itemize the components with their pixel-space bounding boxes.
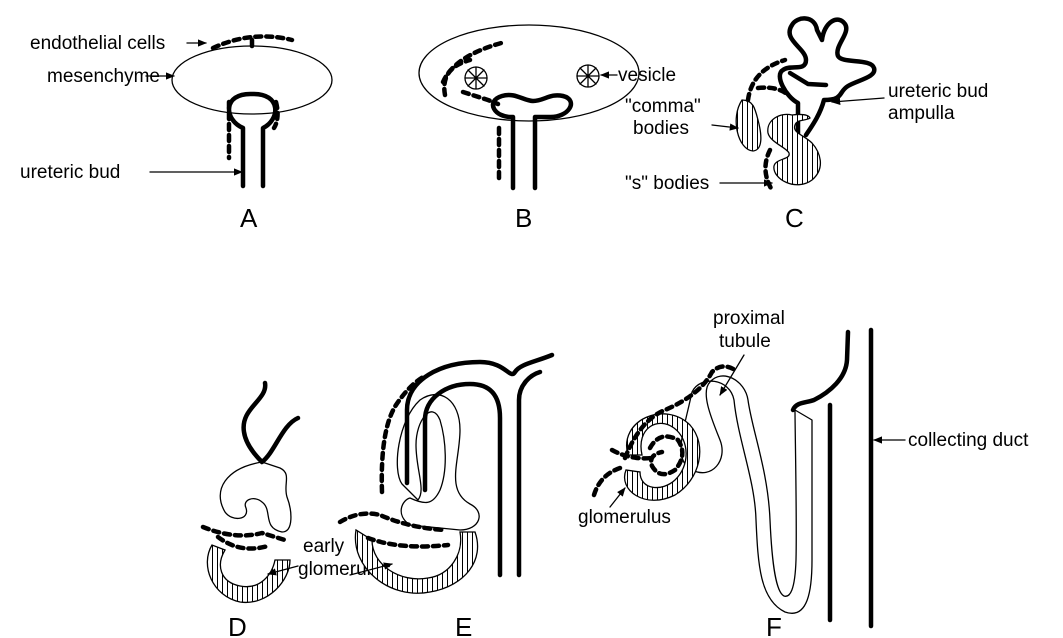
endothelial-dashes-b3: [463, 92, 498, 104]
label-ureteric-bud-ampulla-line1: ureteric bud: [888, 81, 988, 102]
panel-label-c: C: [785, 203, 804, 233]
endothelial-dashes-e2: [340, 514, 445, 530]
stage-e: E: [340, 355, 552, 638]
vesicle-right: [577, 65, 599, 87]
tubule-e: [397, 395, 479, 530]
label-ureteric-bud-ampulla-line2: ampulla: [888, 103, 955, 124]
arrow-proximal-tubule: [720, 355, 744, 395]
arrow-comma-bodies: [712, 125, 738, 128]
label-proximal-line1: proximal: [713, 308, 785, 329]
stage-f: F: [594, 330, 871, 638]
endothelial-dashes-e1: [382, 376, 425, 492]
panel-label-e: E: [455, 612, 472, 638]
label-endothelial-cells: endothelial cells: [30, 33, 165, 54]
endothelial-dashes-c3: [765, 150, 772, 190]
panel-label-d: D: [228, 612, 247, 638]
label-glomerulus: glomerulus: [578, 507, 671, 528]
endothelial-dashes-f3: [594, 468, 620, 495]
label-vesicle: vesicle: [618, 65, 676, 86]
label-mesenchyme: mesenchyme: [47, 66, 160, 87]
stage-a: A: [172, 36, 332, 233]
panel-label-b: B: [515, 203, 532, 233]
vesicle-left: [465, 67, 487, 89]
comma-body: [736, 100, 761, 151]
label-collecting-duct: collecting duct: [908, 430, 1029, 451]
early-glomerulus-d: [207, 545, 290, 602]
label-early-line1: early: [303, 536, 345, 557]
ureteric-bud-arch-e: [407, 355, 552, 483]
stage-d: D: [203, 383, 298, 638]
label-s-bodies: "s" bodies: [625, 173, 709, 194]
ureteric-bud-t: [493, 95, 571, 188]
ureteric-bud-upper-stalk: [790, 73, 826, 85]
arrow-glomerulus: [610, 488, 625, 507]
stage-c: C: [736, 18, 874, 233]
panel-label-a: A: [240, 203, 258, 233]
endothelial-dashes-e3: [368, 538, 448, 546]
endothelial-dashes-d: [203, 527, 285, 540]
mesenchyme-outline-b: [419, 25, 639, 121]
label-ureteric-bud: ureteric bud: [20, 162, 120, 183]
endothelial-dashes-d2: [218, 537, 268, 549]
tubule-d: [220, 462, 291, 532]
glomerulus-capillaries: [650, 436, 682, 474]
collecting-stalk-e: [519, 372, 540, 575]
ureteric-bud-d: [244, 383, 298, 462]
label-proximal-line2: tubule: [719, 331, 771, 352]
mesenchyme-outline: [172, 46, 332, 114]
ureteric-bud-branch-f: [793, 332, 848, 410]
label-comma-line2: bodies: [633, 118, 689, 139]
panel-label-f: F: [766, 612, 782, 638]
stage-b: B: [419, 25, 639, 233]
arrow-ureteric-bud-ampulla: [832, 98, 884, 102]
label-comma-line1: "comma": [625, 96, 701, 117]
